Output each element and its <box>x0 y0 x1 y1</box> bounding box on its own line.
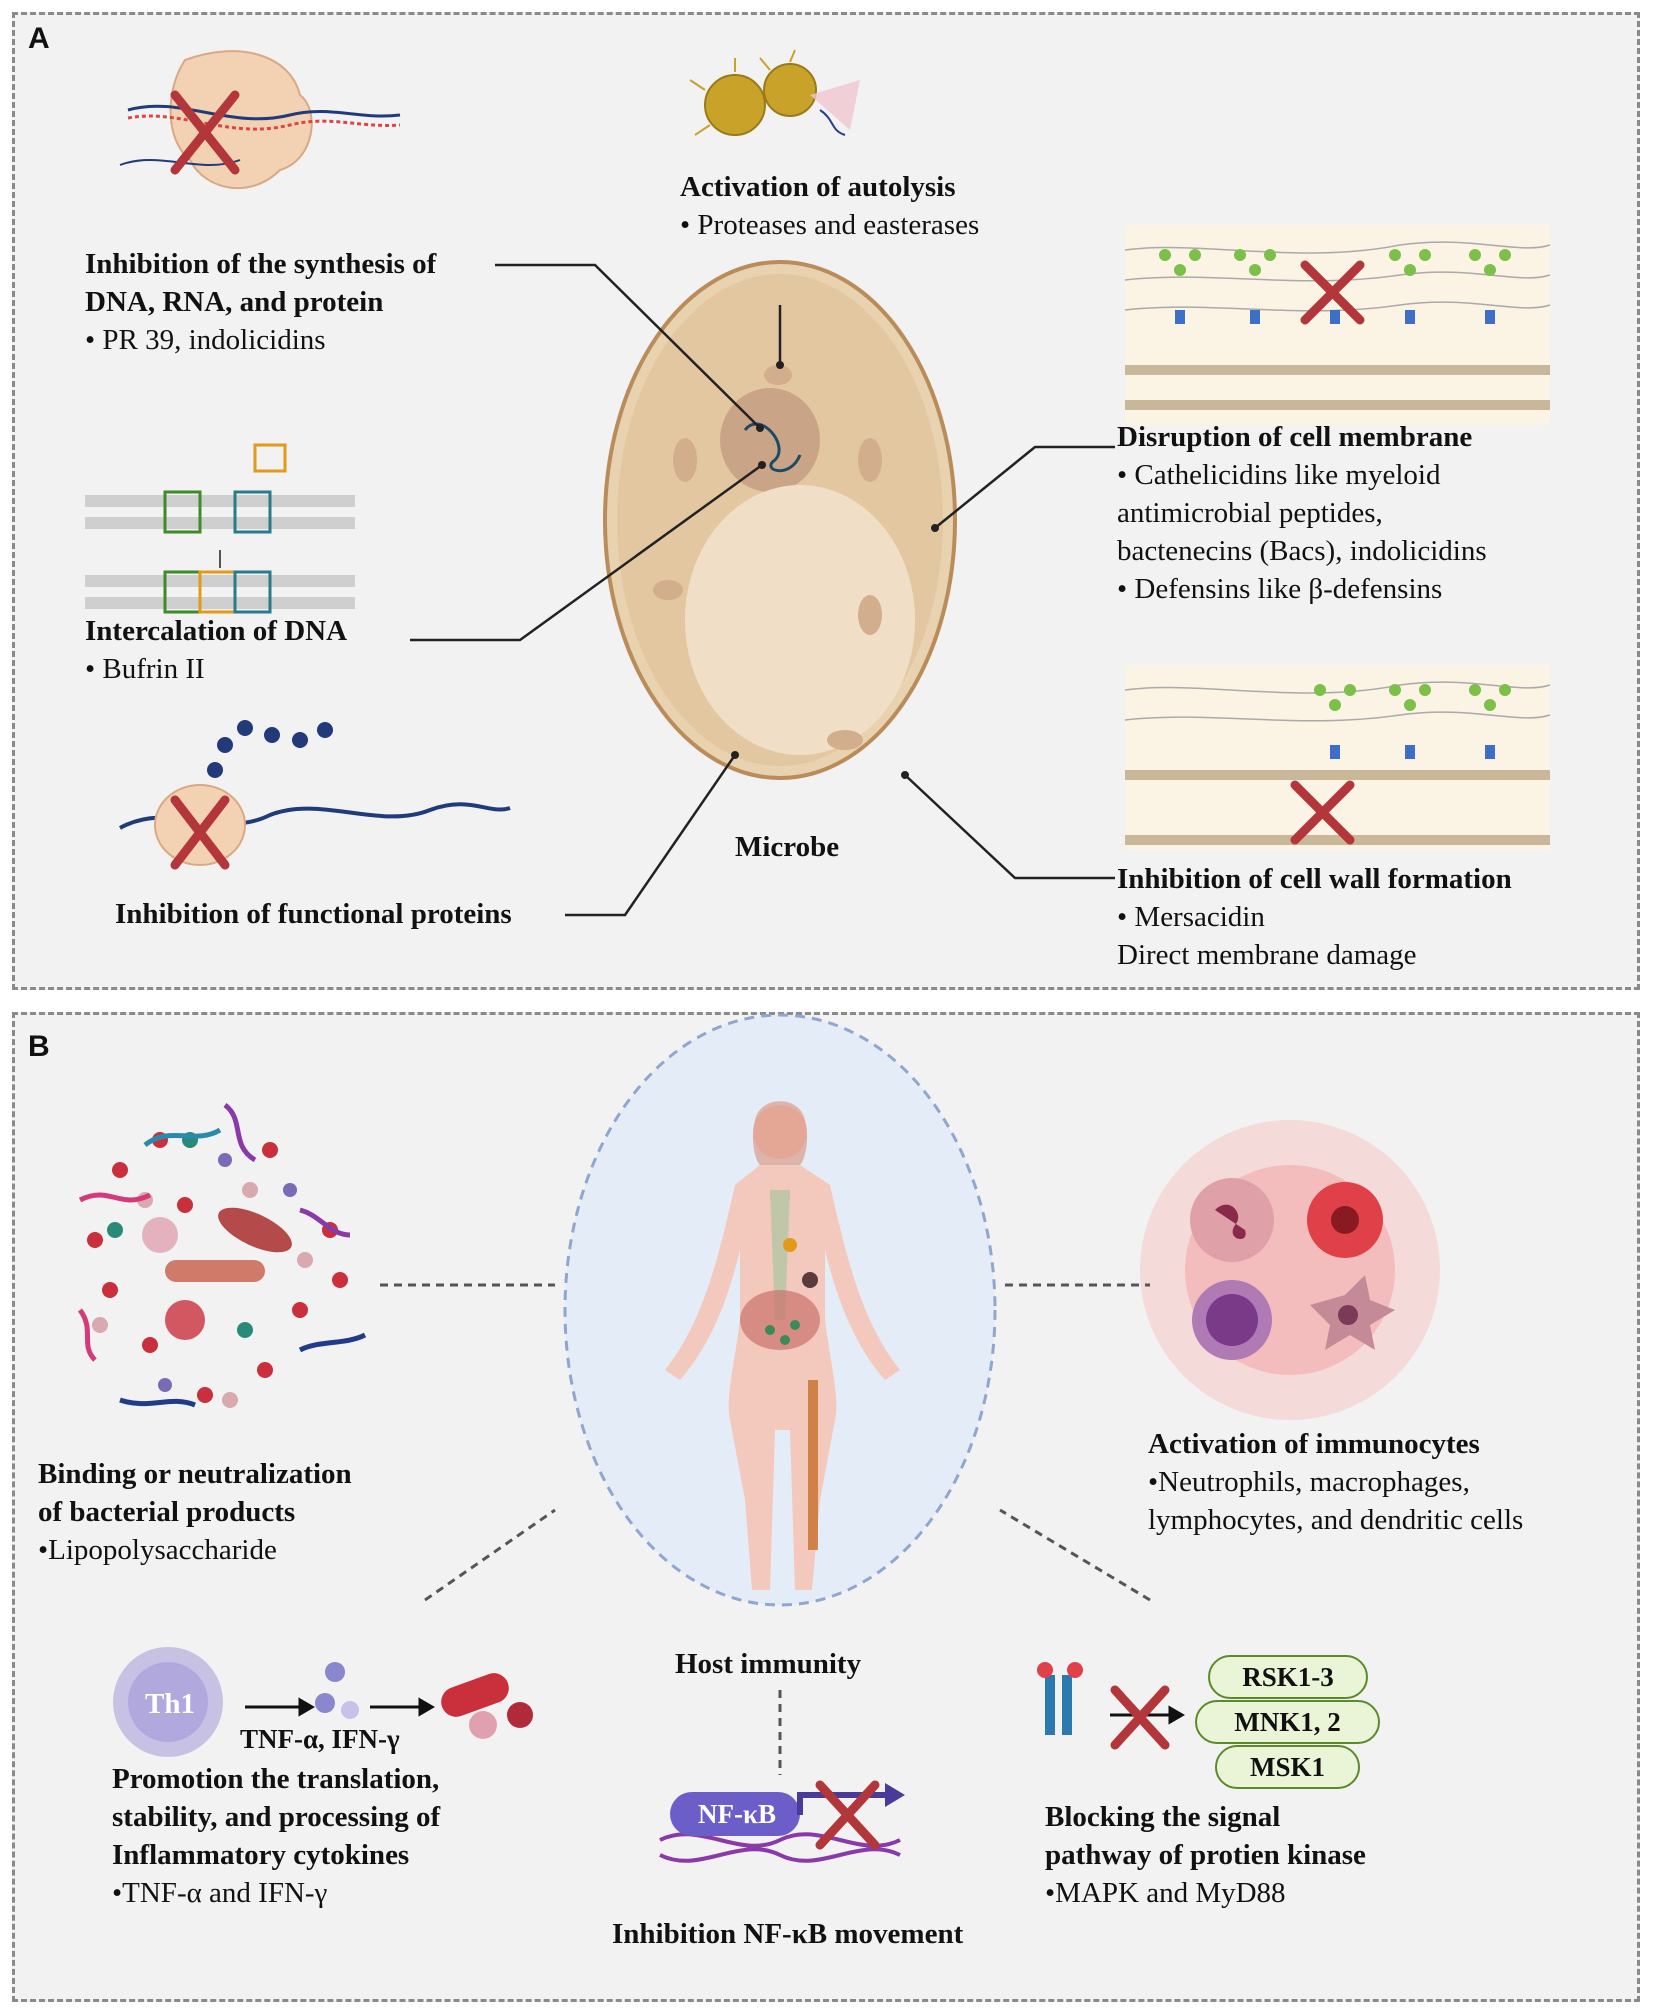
autolysis-label: Activation of autolysis • Proteases and … <box>680 168 979 244</box>
panel-b-letter: B <box>28 1030 50 1063</box>
nfkb-cross-icon <box>815 1780 880 1850</box>
functional-protein-icon <box>119 720 511 866</box>
membrane-line-1: • Cathelicidins like myeloid <box>1117 459 1441 491</box>
bacterial-products-icon <box>65 1103 367 1420</box>
cell-wall-icon <box>1124 665 1551 850</box>
membrane-cross-icon <box>1300 260 1365 325</box>
microbe-label: Microbe <box>735 828 839 866</box>
nfkb-dna-icon <box>659 1783 905 1863</box>
leader-lines-a <box>410 263 1115 917</box>
immunocytes-line-1: •Neutrophils, macrophages, <box>1148 1466 1470 1498</box>
cytokines-title-2: stability, and processing of <box>112 1801 441 1833</box>
membrane-title: Disruption of cell membrane <box>1117 421 1473 453</box>
kinase-msk: MSK1 <box>1215 1745 1360 1789</box>
binding-item: •Lipopolysaccharide <box>38 1534 277 1566</box>
cytokine-molecules-icon <box>315 1662 359 1719</box>
leader-dots-a <box>731 361 939 779</box>
intercalation-label: Intercalation of DNA • Bufrin II <box>85 612 347 688</box>
kinase-cross-icon <box>1110 1685 1170 1750</box>
membrane-line-3: bactenecins (Bacs), indolicidins <box>1117 535 1487 567</box>
synthesis-cross-icon <box>170 90 240 175</box>
connectors-b <box>380 1283 1151 1775</box>
kinase-item: •MAPK and MyD88 <box>1045 1877 1286 1909</box>
cytokines-title-1: Promotion the translation, <box>112 1763 440 1795</box>
intercalation-title: Intercalation of DNA <box>85 615 348 647</box>
immunocytes-icon <box>1140 1120 1440 1420</box>
th1-cell-icon <box>113 1647 223 1757</box>
cellwall-line-1: • Mersacidin <box>1117 901 1265 933</box>
cell-wall-cross-icon <box>1290 780 1355 845</box>
membrane-line-4: • Defensins like β-defensins <box>1117 573 1443 605</box>
cytokines-label: Promotion the translation, stability, an… <box>112 1760 440 1912</box>
membrane-label: Disruption of cell membrane • Cathelicid… <box>1117 418 1487 608</box>
functional-label: Inhibition of functional proteins <box>115 895 512 933</box>
membrane-line-2: antimicrobial peptides, <box>1117 497 1383 529</box>
membrane-disruption-icon <box>1124 225 1551 425</box>
pathogen-icon <box>441 1673 533 1739</box>
host-title: Host immunity <box>675 1648 862 1680</box>
cytokine-arrows <box>245 1697 435 1717</box>
cytokines-title-3: Inflammatory cytokines <box>112 1839 410 1871</box>
autolysis-item: • Proteases and easterases <box>680 209 980 241</box>
th1-label: Th1 <box>145 1688 195 1720</box>
binding-label: Binding or neutralization of bacterial p… <box>38 1455 352 1569</box>
host-body-icon <box>563 1013 997 1607</box>
cytokine-arrow-label: TNF-α, IFN-γ <box>240 1724 400 1754</box>
cellwall-line-2: Direct membrane damage <box>1117 939 1417 971</box>
immunocytes-line-2: lymphocytes, and dendritic cells <box>1148 1504 1524 1536</box>
microbe-cell-icon <box>603 260 957 780</box>
kinase-label: Blocking the signal pathway of protien k… <box>1045 1798 1366 1912</box>
kinase-title-1: Blocking the signal <box>1045 1801 1281 1833</box>
synthesis-item: • PR 39, indolicidins <box>85 324 326 356</box>
synthesis-label: Inhibition of the synthesis of DNA, RNA,… <box>85 245 436 359</box>
cytokines-item: •TNF-α and IFN-γ <box>112 1877 328 1909</box>
kinase-rsk: RSK1-3 <box>1208 1655 1368 1699</box>
ribosome-dna-icon <box>119 50 401 190</box>
binding-title-1: Binding or neutralization <box>38 1458 352 1490</box>
autolysis-bacterium-icon <box>689 49 860 136</box>
panel-a-letter: A <box>28 22 50 55</box>
synthesis-title-2: DNA, RNA, and protein <box>85 286 384 318</box>
receptor-icon <box>1037 1662 1083 1735</box>
functional-cross-icon <box>170 795 230 870</box>
cellwall-label: Inhibition of cell wall formation • Mers… <box>1117 860 1512 974</box>
kinase-title-2: pathway of protien kinase <box>1045 1839 1366 1871</box>
dna-intercalation-icon <box>85 443 355 614</box>
immunocytes-label: Activation of immunocytes •Neutrophils, … <box>1148 1425 1523 1539</box>
autolysis-title: Activation of autolysis <box>680 171 956 203</box>
nfkb-title: Inhibition NF-κB movement <box>612 1918 964 1950</box>
host-label: Host immunity <box>675 1645 861 1683</box>
microbe-title: Microbe <box>735 831 840 863</box>
kinase-mnk: MNK1, 2 <box>1195 1700 1380 1744</box>
nfkb-label: Inhibition NF-κB movement <box>612 1915 963 1953</box>
intercalation-item: • Bufrin II <box>85 653 205 685</box>
cellwall-title: Inhibition of cell wall formation <box>1117 863 1512 895</box>
binding-title-2: of bacterial products <box>38 1496 296 1528</box>
synthesis-title-1: Inhibition of the synthesis of <box>85 248 437 280</box>
nfkb-box-label: NF-κB <box>698 1799 776 1829</box>
immunocytes-title: Activation of immunocytes <box>1148 1428 1480 1460</box>
functional-title: Inhibition of functional proteins <box>115 898 512 930</box>
